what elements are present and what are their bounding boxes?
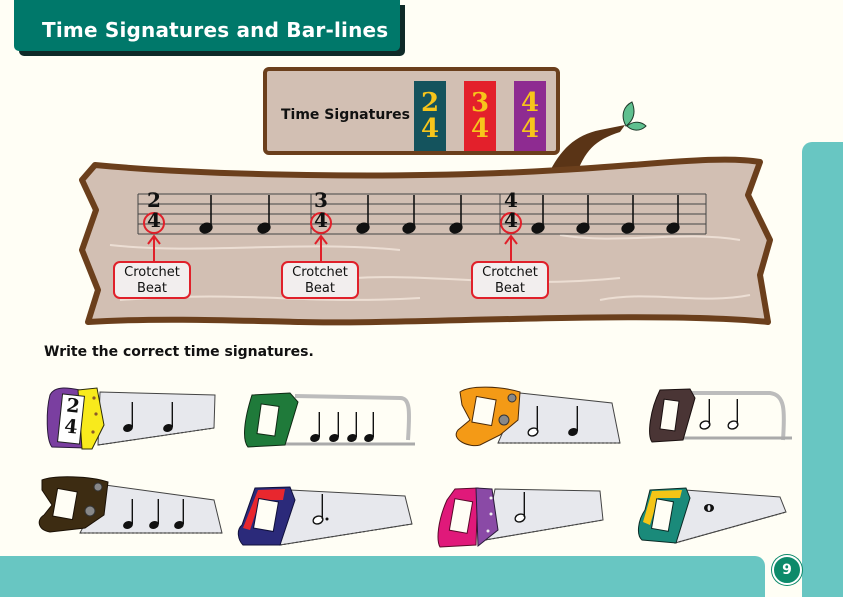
crotchet-beat-callout-2: Crotchet Beat xyxy=(281,261,359,299)
card-denominator: 4 xyxy=(470,114,490,144)
numerator: 4 xyxy=(504,188,518,212)
callout-line2: Beat xyxy=(305,281,335,296)
numerator: 2 xyxy=(147,188,161,212)
denominator: 4 xyxy=(147,208,161,232)
staff-time-signature-1: 2 4 xyxy=(145,190,163,230)
callout-line1: Crotchet xyxy=(482,265,538,280)
callout-line1: Crotchet xyxy=(124,265,180,280)
saw-7-handsaw xyxy=(437,487,604,548)
saw-2-hacksaw xyxy=(244,392,415,448)
callout-line2: Beat xyxy=(137,281,167,296)
bottom-border-panel xyxy=(0,556,765,597)
crotchet-beat-callout-3: Crotchet Beat xyxy=(471,261,549,299)
denominator: 4 xyxy=(314,208,328,232)
staff-time-signature-2: 3 4 xyxy=(312,190,330,230)
time-signature-card-2-4: 2 4 xyxy=(414,81,446,151)
time-signatures-sign: Time Signatures 2 4 3 4 4 4 xyxy=(263,67,560,155)
time-signature-card-3-4: 3 4 xyxy=(464,81,496,151)
saw-3-handsaw xyxy=(455,386,621,447)
card-numerator: 3 xyxy=(470,88,490,118)
answer-denominator: 4 xyxy=(63,415,79,439)
saw-8-handsaw xyxy=(637,487,787,544)
card-numerator: 2 xyxy=(420,88,440,118)
card-denominator: 4 xyxy=(420,114,440,144)
numerator: 3 xyxy=(314,188,328,212)
exercise-instruction: Write the correct time signatures. xyxy=(44,344,314,360)
time-signature-card-4-4: 4 4 xyxy=(514,81,546,151)
page-title: Time Signatures and Bar-lines xyxy=(42,18,389,42)
denominator: 4 xyxy=(504,208,518,232)
card-numerator: 4 xyxy=(520,88,540,118)
staff-time-signature-3: 4 4 xyxy=(502,190,520,230)
card-denominator: 4 xyxy=(520,114,540,144)
saw-1-handsaw xyxy=(46,387,216,450)
title-banner: Time Signatures and Bar-lines xyxy=(14,0,400,51)
callout-line1: Crotchet xyxy=(292,265,348,280)
saw-4-hacksaw xyxy=(649,388,792,443)
right-border-panel xyxy=(802,142,843,597)
saw-6-handsaw xyxy=(237,486,413,546)
callout-line2: Beat xyxy=(495,281,525,296)
sign-label: Time Signatures xyxy=(281,107,411,123)
page-number-badge: 9 xyxy=(772,555,802,585)
saw-5-handsaw xyxy=(38,476,223,534)
crotchet-beat-callout-1: Crotchet Beat xyxy=(113,261,191,299)
